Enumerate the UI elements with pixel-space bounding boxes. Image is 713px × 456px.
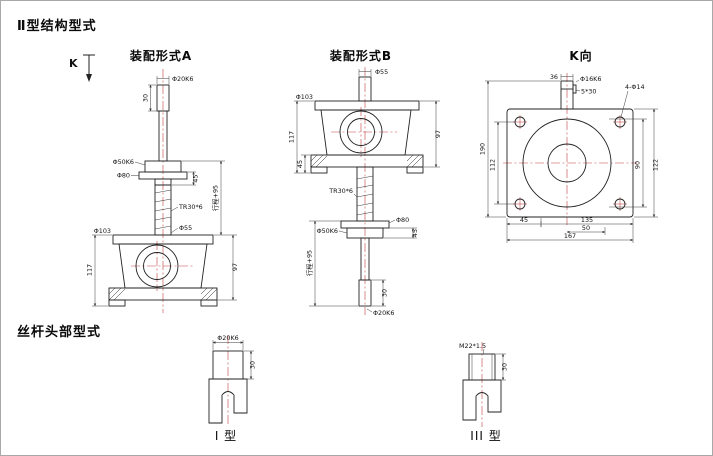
type-iii-linework bbox=[462, 353, 502, 421]
type-iii-dimensions: M22*1.5 30 bbox=[459, 342, 509, 381]
k-view-dimensions: 36 Φ16K6 5*30 4-Φ14 190 112 90 122 bbox=[479, 73, 660, 243]
dim-a-shaft-dia: Φ20K6 bbox=[172, 75, 193, 83]
dim-t1-dia: Φ20K6 bbox=[217, 334, 238, 342]
dim-a-shaft-len: 30 bbox=[142, 94, 150, 102]
dim-b-travel: 行程+95 bbox=[305, 250, 314, 276]
assembly-b-hatching bbox=[310, 154, 424, 168]
type-i-label: I 型 bbox=[214, 429, 238, 443]
type-i-dimensions: Φ20K6 30 bbox=[212, 334, 257, 380]
k-view-linework bbox=[506, 80, 634, 218]
k-arrow-head-icon bbox=[86, 74, 92, 82]
corner-hole bbox=[514, 116, 526, 128]
bottom-shaft-outline bbox=[358, 279, 372, 307]
dim-k-shaft-dia: Φ16K6 bbox=[580, 75, 601, 83]
dim-k-inner-height: 112 bbox=[489, 159, 497, 171]
key-outline bbox=[572, 84, 577, 94]
dim-b-flange-height: 45 bbox=[411, 229, 419, 237]
k-arrow-letter: K bbox=[69, 57, 78, 70]
k-view-centerlines bbox=[503, 73, 637, 225]
dim-a-screw-thread: TR30*6 bbox=[178, 203, 203, 211]
dim-k-foot-offset: 45 bbox=[520, 216, 528, 224]
center-bore-circle bbox=[547, 143, 587, 183]
assembly-b-label: 装配形式B bbox=[329, 49, 393, 63]
assembly-a-dimensions: Φ20K6 30 Φ50K6 Φ80 45 TR30*6 Φ55 Φ103 11… bbox=[86, 75, 239, 307]
assembly-b-dimensions: Φ55 Φ103 117 45 97 TR30*6 Φ80 Φ50K6 45 行… bbox=[288, 68, 443, 317]
left-foot-outline bbox=[310, 166, 328, 174]
assembly-a-thread-lines bbox=[154, 189, 172, 230]
base-outline bbox=[310, 154, 424, 168]
dim-k-key: 5*30 bbox=[581, 88, 596, 96]
dim-a-body-height: 97 bbox=[231, 263, 239, 271]
dim-t3-thread: M22*1.5 bbox=[459, 342, 486, 350]
assembly-b-centerlines bbox=[331, 67, 397, 315]
worm-wheel-outer-circle bbox=[339, 110, 383, 154]
corner-hole bbox=[614, 198, 626, 210]
k-view-label: K向 bbox=[569, 49, 593, 63]
dim-a-housing-dia: Φ103 bbox=[94, 227, 111, 235]
worm-wheel-bore-circle bbox=[143, 252, 171, 280]
right-foot-outline bbox=[200, 299, 218, 307]
assembly-b-thread-lines bbox=[356, 175, 374, 216]
structure-type-heading: Ⅱ型结构型式 bbox=[17, 19, 97, 34]
housing-body-outline bbox=[320, 109, 412, 156]
dim-b-body-height: 97 bbox=[434, 130, 442, 138]
housing-boss-circle bbox=[522, 118, 612, 208]
assembly-a-centerlines bbox=[131, 69, 193, 313]
dim-k-overall-height: 190 bbox=[479, 143, 487, 155]
clevis-outline bbox=[462, 379, 502, 421]
dim-b-base-height: 45 bbox=[296, 160, 304, 168]
assembly-a-drawing: Φ20K6 30 Φ50K6 Φ80 45 TR30*6 Φ55 Φ103 11… bbox=[86, 69, 239, 313]
dim-a-flange-height: 45 bbox=[192, 174, 200, 182]
dim-b-shaft-len: 30 bbox=[381, 289, 389, 297]
dim-b-neck-dia: Φ55 bbox=[375, 68, 388, 76]
worm-wheel-outer-circle bbox=[135, 244, 179, 288]
assembly-a-hatching bbox=[108, 287, 218, 301]
clevis-outline bbox=[208, 378, 248, 424]
type-i-linework bbox=[208, 350, 248, 424]
input-shaft-outline bbox=[560, 80, 574, 110]
assembly-b-linework bbox=[310, 76, 424, 307]
dim-k-hole-span: 135 bbox=[581, 216, 593, 224]
dim-a-housing-height: 117 bbox=[86, 264, 94, 276]
corner-hole bbox=[614, 116, 626, 128]
dim-a-plate-dia: Φ80 bbox=[117, 172, 130, 180]
housing-flange-outline bbox=[314, 100, 420, 111]
type-i-drawing: Φ20K6 30 bbox=[208, 334, 257, 425]
k-view-drawing: 36 Φ16K6 5*30 4-Φ14 190 112 90 122 bbox=[479, 73, 660, 243]
dim-a-neck-dia: Φ55 bbox=[179, 224, 192, 232]
dim-k-edge-offset: 50 bbox=[582, 224, 590, 232]
type-iii-drawing: M22*1.5 30 bbox=[459, 342, 509, 427]
type-iii-label: III 型 bbox=[470, 429, 502, 443]
corner-hole bbox=[514, 198, 526, 210]
dim-k-right-height: 122 bbox=[652, 159, 660, 171]
dim-b-flange-dia: Φ50K6 bbox=[317, 227, 338, 235]
dim-t3-len: 30 bbox=[501, 363, 509, 371]
dim-b-housing-dia: Φ103 bbox=[296, 93, 313, 101]
screw-head-heading: 丝杆头部型式 bbox=[17, 325, 102, 340]
dim-b-housing-height: 117 bbox=[288, 131, 296, 143]
dim-k-bore-height: 90 bbox=[634, 161, 642, 169]
dim-t1-len: 30 bbox=[249, 361, 257, 369]
k-direction-arrow: K bbox=[69, 54, 95, 82]
dim-a-flange-dia: Φ50K6 bbox=[113, 158, 134, 166]
dim-k-shaft-width: 36 bbox=[550, 73, 558, 81]
dim-k-overall-width: 167 bbox=[564, 232, 576, 240]
assembly-a-linework bbox=[108, 84, 218, 307]
right-foot-outline bbox=[406, 166, 424, 174]
assembly-b-drawing: Φ55 Φ103 117 45 97 TR30*6 Φ80 Φ50K6 45 行… bbox=[288, 67, 443, 317]
left-foot-outline bbox=[108, 299, 126, 307]
dim-b-screw-thread: TR30*6 bbox=[328, 187, 353, 195]
dim-b-shaft-dia: Φ20K6 bbox=[373, 309, 394, 317]
dim-k-corner-holes: 4-Φ14 bbox=[625, 83, 645, 91]
dim-a-travel: 行程+95 bbox=[211, 185, 220, 211]
worm-wheel-bore-circle bbox=[347, 118, 375, 146]
type-iii-thread-lines bbox=[471, 354, 493, 380]
dim-b-plate-dia: Φ80 bbox=[396, 216, 409, 224]
assembly-a-label: 装配形式A bbox=[129, 49, 193, 63]
